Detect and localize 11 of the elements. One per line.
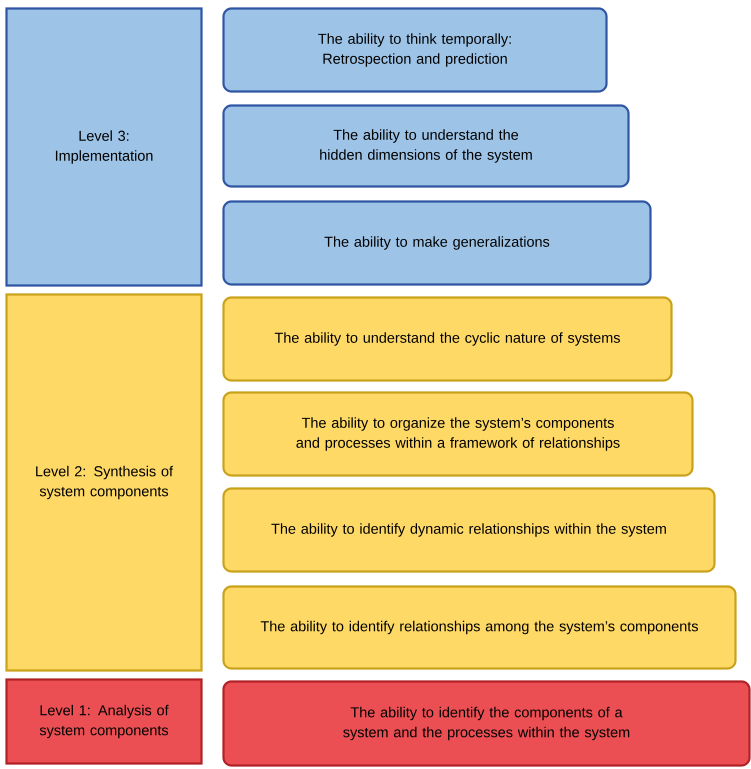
ability-box: The ability to understand the cyclic nature of systems xyxy=(222,296,673,382)
ability-box: The ability to identify the components of a system and the processes within the system xyxy=(222,680,751,767)
ability-box: The ability to identify dynamic relationships within the system xyxy=(222,487,716,573)
ability-box: The ability to think temporally: Retrospection and prediction xyxy=(222,7,608,93)
level-box: Level 3: Implementation xyxy=(5,7,203,287)
level-box: Level 2: Synthesis of system components xyxy=(5,293,203,672)
ability-box: The ability to organize the system’s components and processes within a framework of relationships xyxy=(222,391,694,477)
ability-box: The ability to identify relationships among the system’s components xyxy=(222,585,737,670)
level-box: Level 1: Analysis of system components xyxy=(5,678,203,765)
ability-box: The ability to make generalizations xyxy=(222,200,652,286)
ability-box: The ability to understand the hidden dimensions of the system xyxy=(222,104,630,188)
